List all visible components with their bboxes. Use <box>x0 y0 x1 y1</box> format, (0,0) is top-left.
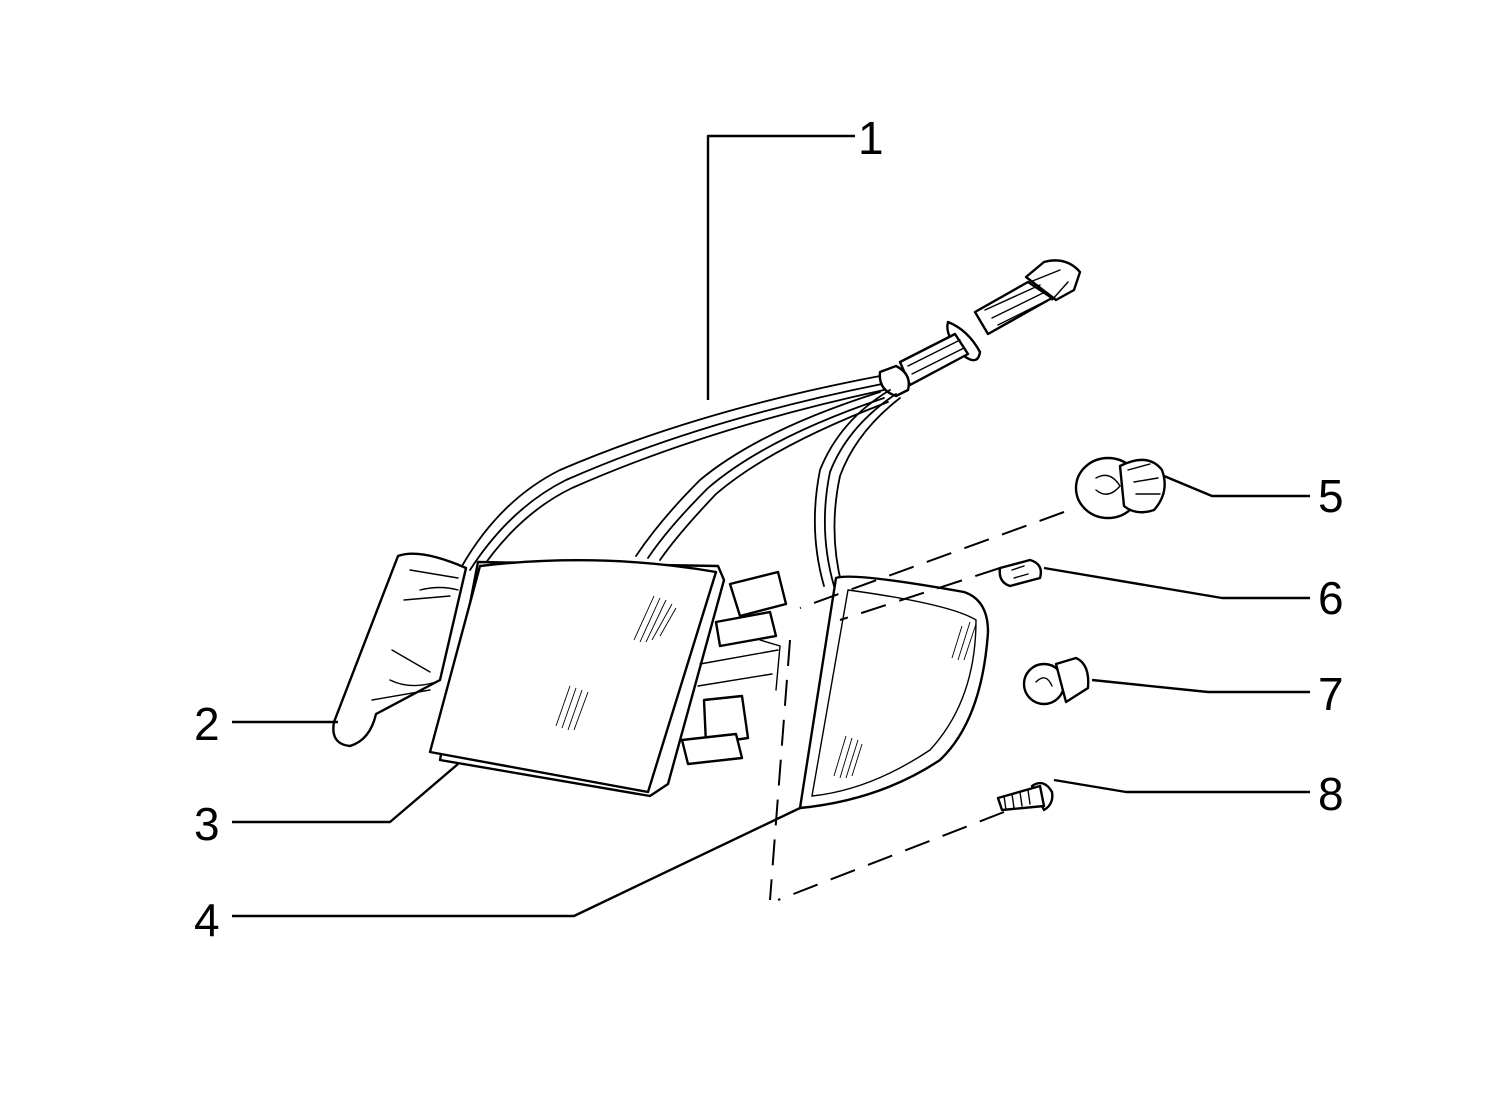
callout-8: 8 <box>1318 768 1344 820</box>
leader-7 <box>1091 678 1310 694</box>
festoon-bulb <box>998 558 1043 588</box>
leader-1 <box>706 134 855 400</box>
headlamp-unit <box>428 559 788 798</box>
callout-2: 2 <box>194 698 220 750</box>
screw <box>996 781 1054 812</box>
callout-3: 3 <box>194 798 220 850</box>
callout-1: 1 <box>858 112 884 164</box>
wiring-harness <box>461 259 1082 587</box>
callout-7: 7 <box>1318 668 1344 720</box>
side-reflector-lens <box>332 552 468 748</box>
leader-8 <box>1053 778 1310 794</box>
leader-5 <box>1163 474 1310 498</box>
leader-4 <box>232 806 801 918</box>
turn-signal-lens <box>798 575 990 810</box>
bayonet-bulb <box>1022 656 1090 706</box>
bulb-with-socket <box>1074 456 1166 520</box>
leader-lines <box>232 134 1310 918</box>
assembly-centerlines <box>769 511 1065 901</box>
leader-6 <box>1043 566 1310 600</box>
callout-6: 6 <box>1318 572 1344 624</box>
callout-4: 4 <box>194 894 220 946</box>
callout-numbers: 1 2 3 4 5 6 7 8 <box>194 112 1344 946</box>
callout-5: 5 <box>1318 470 1344 522</box>
leader-3 <box>232 763 459 824</box>
